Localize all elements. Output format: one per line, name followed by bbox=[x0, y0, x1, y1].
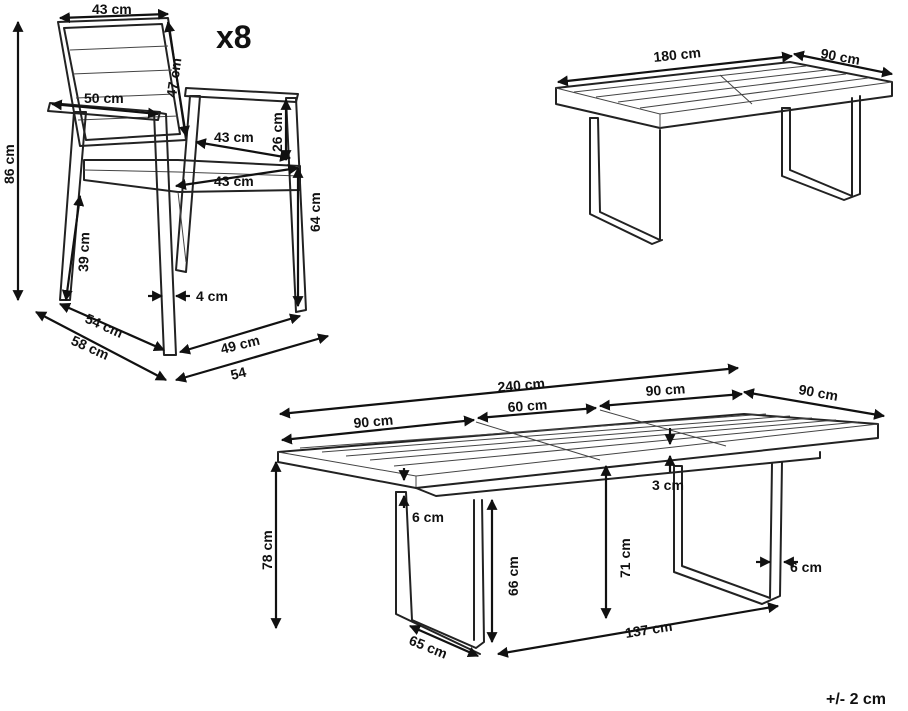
closed-table-length-label: 180 cm bbox=[653, 44, 702, 65]
chair-seat-height-label: 39 cm bbox=[75, 232, 92, 272]
chair-seat-depth-label: 43 cm bbox=[214, 129, 254, 145]
open-table-length-label: 240 cm bbox=[497, 375, 546, 395]
chair-arm-height-label: 26 cm bbox=[269, 112, 285, 152]
chair-width-outer-label: 54 bbox=[229, 364, 248, 383]
chair-leg-thickness-label: 4 cm bbox=[196, 288, 228, 304]
chair-arm-depth-label: 50 cm bbox=[84, 90, 124, 106]
open-table-leg-clearance-label: 66 cm bbox=[505, 556, 521, 596]
chair-depth-inner-label: 54 cm bbox=[83, 310, 126, 341]
open-table-middle-section-label: 60 cm bbox=[507, 396, 548, 415]
chair-seat-width-label: 43 cm bbox=[214, 173, 254, 189]
open-table-height-label: 78 cm bbox=[259, 530, 275, 570]
tolerance-note: +/- 2 cm bbox=[826, 691, 886, 708]
open-table-dimensions bbox=[270, 363, 886, 658]
chair-quantity: x8 bbox=[216, 19, 252, 55]
closed-table-dimensions bbox=[556, 50, 894, 87]
closed-table-width-label: 90 cm bbox=[819, 45, 861, 68]
chair-back-width-label: 43 cm bbox=[92, 1, 132, 17]
open-table-left-section-label: 90 cm bbox=[353, 412, 394, 431]
open-table-apron-label: 6 cm bbox=[412, 509, 444, 525]
chair-armrest-height-label: 64 cm bbox=[307, 192, 323, 232]
open-table-leg-span-label: 137 cm bbox=[624, 618, 673, 641]
chair-width-inner-label: 49 cm bbox=[219, 332, 261, 357]
open-table-right-section-label: 90 cm bbox=[645, 380, 686, 399]
open-table-drawing bbox=[277, 409, 879, 655]
chair-height-label: 86 cm bbox=[1, 144, 17, 184]
open-table-width-label: 90 cm bbox=[797, 381, 839, 404]
open-table-top-thickness-label: 3 cm bbox=[652, 477, 684, 493]
chair-depth-outer-label: 58 cm bbox=[69, 332, 112, 363]
chair-back-height-label: 47 cm bbox=[163, 57, 184, 99]
open-table-inner-height-label: 71 cm bbox=[617, 538, 633, 578]
chair-dimensions bbox=[12, 8, 330, 383]
open-table-leg-offset-label: 6 cm bbox=[790, 559, 822, 575]
closed-table-drawing bbox=[555, 61, 893, 245]
